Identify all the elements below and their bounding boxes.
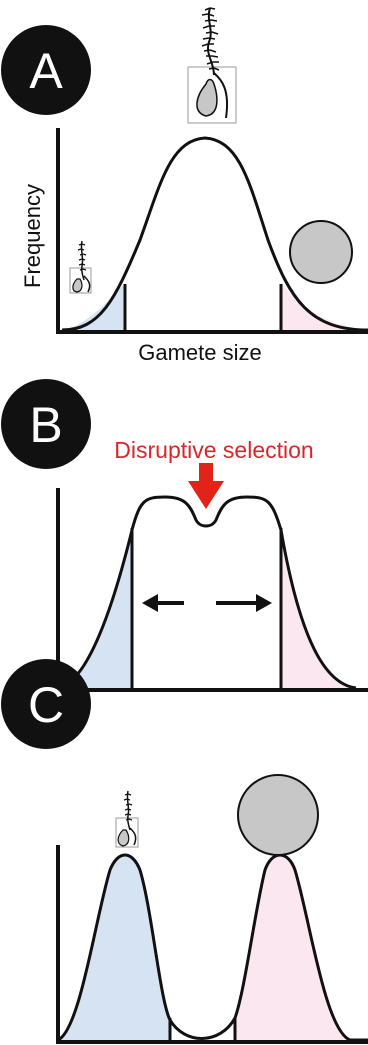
panel-a-axes [56,128,368,334]
panel-a-small-tail [62,283,125,330]
panel-a-distribution-curve [61,136,368,332]
sperm-icon [115,790,139,848]
sperm-icon [187,7,237,124]
egg-icon [289,220,353,284]
panel-a-badge: A [1,25,91,115]
disruptive-selection-arrow [188,463,224,509]
panel-c-large-gamete-fill [235,855,350,1040]
panel-a-large-tail [281,283,368,330]
panel-b-large-tail [281,530,356,688]
panel-b: B Disruptive selection [1,379,368,692]
panel-c-small-gamete-fill [58,855,170,1040]
x-axis-label: Gamete size [138,340,262,365]
sperm-icon [69,240,92,294]
panel-c-axes [56,845,368,1044]
panel-c-badge: C [1,659,91,749]
divergence-arrows [142,594,272,612]
panel-a: A Frequency Gamete size [1,7,368,365]
panel-c-distribution-curve [57,853,368,1042]
panel-b-letter: B [29,397,62,453]
panel-c: C [1,659,368,1044]
panel-c-letter: C [28,677,64,733]
panel-a-letter: A [29,43,63,99]
panel-b-badge: B [1,379,91,469]
panel-b-small-tail [58,530,132,688]
disruptive-selection-label: Disruptive selection [114,437,313,463]
egg-icon [237,774,319,856]
panel-b-distribution-curve [57,495,357,690]
y-axis-label: Frequency [20,184,45,288]
